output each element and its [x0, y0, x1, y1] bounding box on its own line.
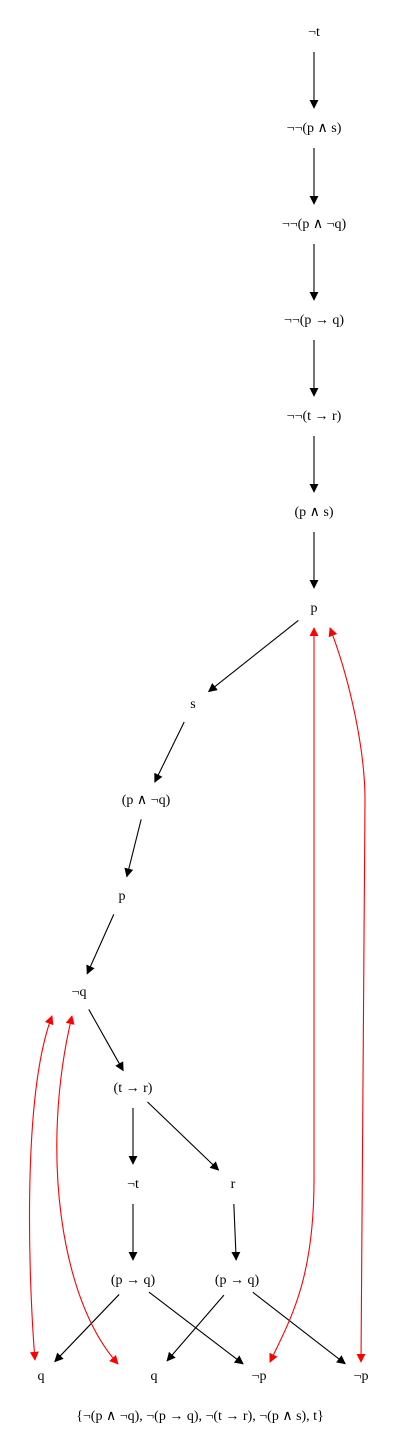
tree-edge-n13-n15: [231, 1203, 241, 1261]
node-p-top: p: [311, 601, 318, 616]
closure-edge-n6-n19: [328, 627, 366, 1363]
node-negneg-p-and-s: ¬¬(p ∧ s): [287, 121, 342, 136]
node-t-implies-r: (t → r): [114, 1081, 153, 1096]
node-negp-leaf-2: ¬p: [354, 1369, 369, 1384]
closure-edge-n10-n17: [56, 1015, 119, 1365]
tree-edge-n7-n8: [154, 721, 185, 783]
tree-edge-n14-n16: [54, 1294, 120, 1363]
node-negneg-t-implies-r: ¬¬(t → r): [287, 409, 342, 424]
node-p-implies-q-right: (p → q): [215, 1273, 260, 1288]
edges-layer: [54, 52, 346, 1365]
assumption-set-caption: {¬(p ∧ ¬q), ¬(p → q), ¬(t → r), ¬(p ∧ s)…: [76, 1409, 324, 1424]
node-neg-t-lower: ¬t: [127, 1177, 139, 1192]
node-p-and-negq: (p ∧ ¬q): [122, 793, 171, 808]
node-p-mid: p: [119, 889, 126, 904]
tree-edge-n6-n7: [207, 620, 299, 693]
node-neg-t: ¬t: [308, 25, 320, 40]
node-r: r: [231, 1177, 236, 1192]
tree-edge-n15-n17: [166, 1294, 225, 1362]
node-s: s: [190, 697, 195, 712]
tree-edge-n11-n13: [147, 1101, 220, 1171]
node-q-leaf-2: q: [151, 1369, 158, 1384]
nodes-layer: ¬t ¬¬(p ∧ s) ¬¬(p ∧ ¬q) ¬¬(p → q) ¬¬(t →…: [38, 25, 369, 1424]
node-p-implies-q-left: (p → q): [111, 1273, 156, 1288]
tree-edge-n8-n9: [124, 819, 142, 878]
node-negneg-p-and-negq: ¬¬(p ∧ ¬q): [282, 217, 347, 232]
tree-edge-n9-n10: [86, 914, 115, 975]
closure-edge-n10-n16: [28, 1015, 54, 1361]
node-negp-leaf-1: ¬p: [252, 1369, 267, 1384]
node-p-and-s: (p ∧ s): [294, 505, 333, 520]
node-negneg-p-implies-q: ¬¬(p → q): [284, 313, 344, 328]
node-negq: ¬q: [72, 985, 87, 1000]
tree-edge-n15-n19: [252, 1291, 346, 1365]
node-q-leaf-1: q: [38, 1369, 45, 1384]
closure-edges-layer: [28, 627, 366, 1365]
tree-edge-n10-n11: [88, 1009, 124, 1072]
closure-edge-n6-n18: [269, 627, 319, 1363]
